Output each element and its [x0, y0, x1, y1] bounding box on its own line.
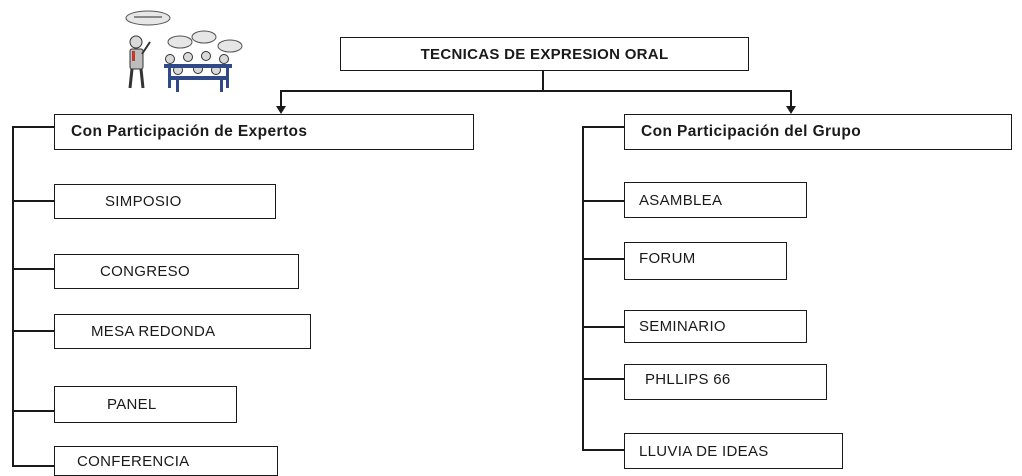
- item-label: CONFERENCIA: [77, 452, 190, 470]
- item-label: PHLLIPS 66: [645, 371, 731, 388]
- item-label: ASAMBLEA: [639, 191, 723, 209]
- item-label: CONGRESO: [100, 263, 190, 280]
- right-item-tick: [582, 258, 625, 260]
- item-box: FORUM: [624, 242, 787, 280]
- connector-horizontal: [280, 90, 792, 92]
- arrow-down-icon: [786, 106, 796, 114]
- item-label: SIMPOSIO: [105, 193, 182, 210]
- connector-root-down: [542, 70, 544, 91]
- branch-label: Con Participación del Grupo: [641, 123, 862, 140]
- branch-box-grupo: Con Participación del Grupo: [624, 114, 1012, 150]
- right-item-tick: [582, 378, 625, 380]
- branch-box-expertos: Con Participación de Expertos: [54, 114, 474, 150]
- branch-label: Con Participación de Expertos: [71, 123, 308, 140]
- right-branch-tick: [582, 126, 625, 128]
- diagram-title: TECNICAS DE EXPRESION ORAL: [420, 45, 669, 63]
- item-box: PHLLIPS 66: [624, 364, 827, 400]
- speech-bubble-icon: [167, 35, 193, 49]
- left-item-tick: [12, 268, 55, 270]
- arrow-down-icon: [276, 106, 286, 114]
- item-box: SIMPOSIO: [54, 184, 276, 219]
- item-label: PANEL: [107, 396, 157, 413]
- diagram-title-box: TECNICAS DE EXPRESION ORAL: [340, 37, 749, 71]
- item-box: MESA REDONDA: [54, 314, 311, 349]
- right-item-tick: [582, 449, 625, 451]
- item-label: LLUVIA DE IDEAS: [639, 442, 769, 460]
- item-label: FORUM: [639, 250, 696, 267]
- right-item-tick: [582, 200, 625, 202]
- item-box: SEMINARIO: [624, 310, 807, 343]
- item-box: CONFERENCIA: [54, 446, 278, 476]
- item-label: SEMINARIO: [639, 318, 726, 335]
- speaker-audience-icon: [125, 10, 243, 92]
- item-label: MESA REDONDA: [91, 323, 216, 340]
- item-box: PANEL: [54, 386, 237, 423]
- left-item-tick: [12, 465, 55, 467]
- left-item-tick: [12, 330, 55, 332]
- left-item-tick: [12, 200, 55, 202]
- connector-right-drop: [790, 90, 792, 107]
- left-item-tick: [12, 410, 55, 412]
- item-box: LLUVIA DE IDEAS: [624, 433, 843, 469]
- speech-bubble-icon: [191, 30, 217, 44]
- item-box: CONGRESO: [54, 254, 299, 289]
- left-branch-tick: [12, 126, 55, 128]
- connector-left-drop: [280, 90, 282, 107]
- item-box: ASAMBLEA: [624, 182, 807, 218]
- right-spine: [582, 126, 584, 451]
- speech-bubble-icon: [217, 39, 243, 53]
- left-spine: [12, 126, 14, 467]
- right-item-tick: [582, 326, 625, 328]
